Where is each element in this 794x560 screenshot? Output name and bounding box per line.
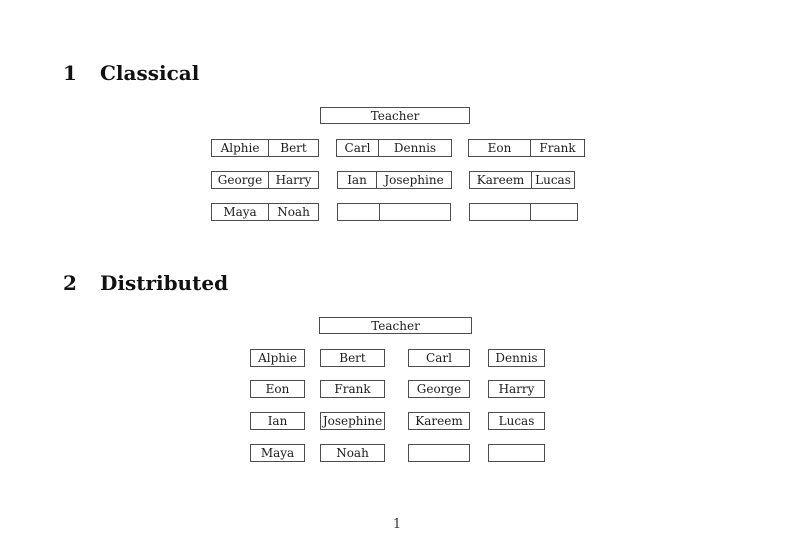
student-seat: Alphie xyxy=(250,349,305,367)
student-seat xyxy=(470,204,531,220)
desk xyxy=(337,203,451,221)
student-seat: Harry xyxy=(275,173,312,187)
section-number: 2 xyxy=(63,271,77,295)
student-seat: Maya xyxy=(250,444,305,462)
section-title: Distributed xyxy=(100,271,229,295)
student-seat: Kareem xyxy=(470,172,532,188)
student-seat: Noah xyxy=(320,444,385,462)
student-seat: Josephine xyxy=(384,173,444,187)
desk: Carl Dennis xyxy=(336,139,452,157)
section-heading-classical: 1 Classical xyxy=(63,62,199,85)
student-seat: Alphie xyxy=(212,140,269,156)
student-seat: Josephine xyxy=(320,412,385,430)
teacher-box: Teacher xyxy=(320,107,470,124)
student-seat: Eon xyxy=(250,380,305,398)
student-seat xyxy=(408,444,470,462)
student-seat: Dennis xyxy=(393,141,437,155)
desk: Ian Josephine xyxy=(337,171,452,189)
section-title: Classical xyxy=(100,61,200,85)
student-seat: George xyxy=(408,380,470,398)
section-heading-distributed: 2 Distributed xyxy=(63,272,228,295)
student-seat: Ian xyxy=(250,412,305,430)
student-seat: Lucas xyxy=(535,173,571,187)
desk: Eon Frank xyxy=(468,139,585,157)
student-seat: Bert xyxy=(280,141,307,155)
section-number: 1 xyxy=(63,61,77,85)
desk: George Harry xyxy=(211,171,319,189)
student-seat: Carl xyxy=(408,349,470,367)
desk: Maya Noah xyxy=(211,203,319,221)
student-seat: Bert xyxy=(320,349,385,367)
student-seat: Frank xyxy=(320,380,385,398)
student-seat: Lucas xyxy=(488,412,545,430)
student-seat: Eon xyxy=(469,140,531,156)
teacher-box: Teacher xyxy=(319,317,472,334)
student-seat: Noah xyxy=(277,205,310,219)
student-seat: Maya xyxy=(212,204,269,220)
student-seat xyxy=(488,444,545,462)
desk: Alphie Bert xyxy=(211,139,319,157)
student-seat: Carl xyxy=(337,140,379,156)
desk xyxy=(469,203,578,221)
student-seat: Frank xyxy=(539,141,576,155)
student-seat xyxy=(380,204,450,220)
student-seat: Ian xyxy=(338,172,377,188)
page-number: 1 xyxy=(392,517,402,532)
student-seat xyxy=(531,204,577,220)
student-seat: Harry xyxy=(488,380,545,398)
student-seat: Dennis xyxy=(488,349,545,367)
student-seat: Kareem xyxy=(408,412,470,430)
student-seat: George xyxy=(212,172,269,188)
student-seat xyxy=(338,204,380,220)
desk: Kareem Lucas xyxy=(469,171,575,189)
